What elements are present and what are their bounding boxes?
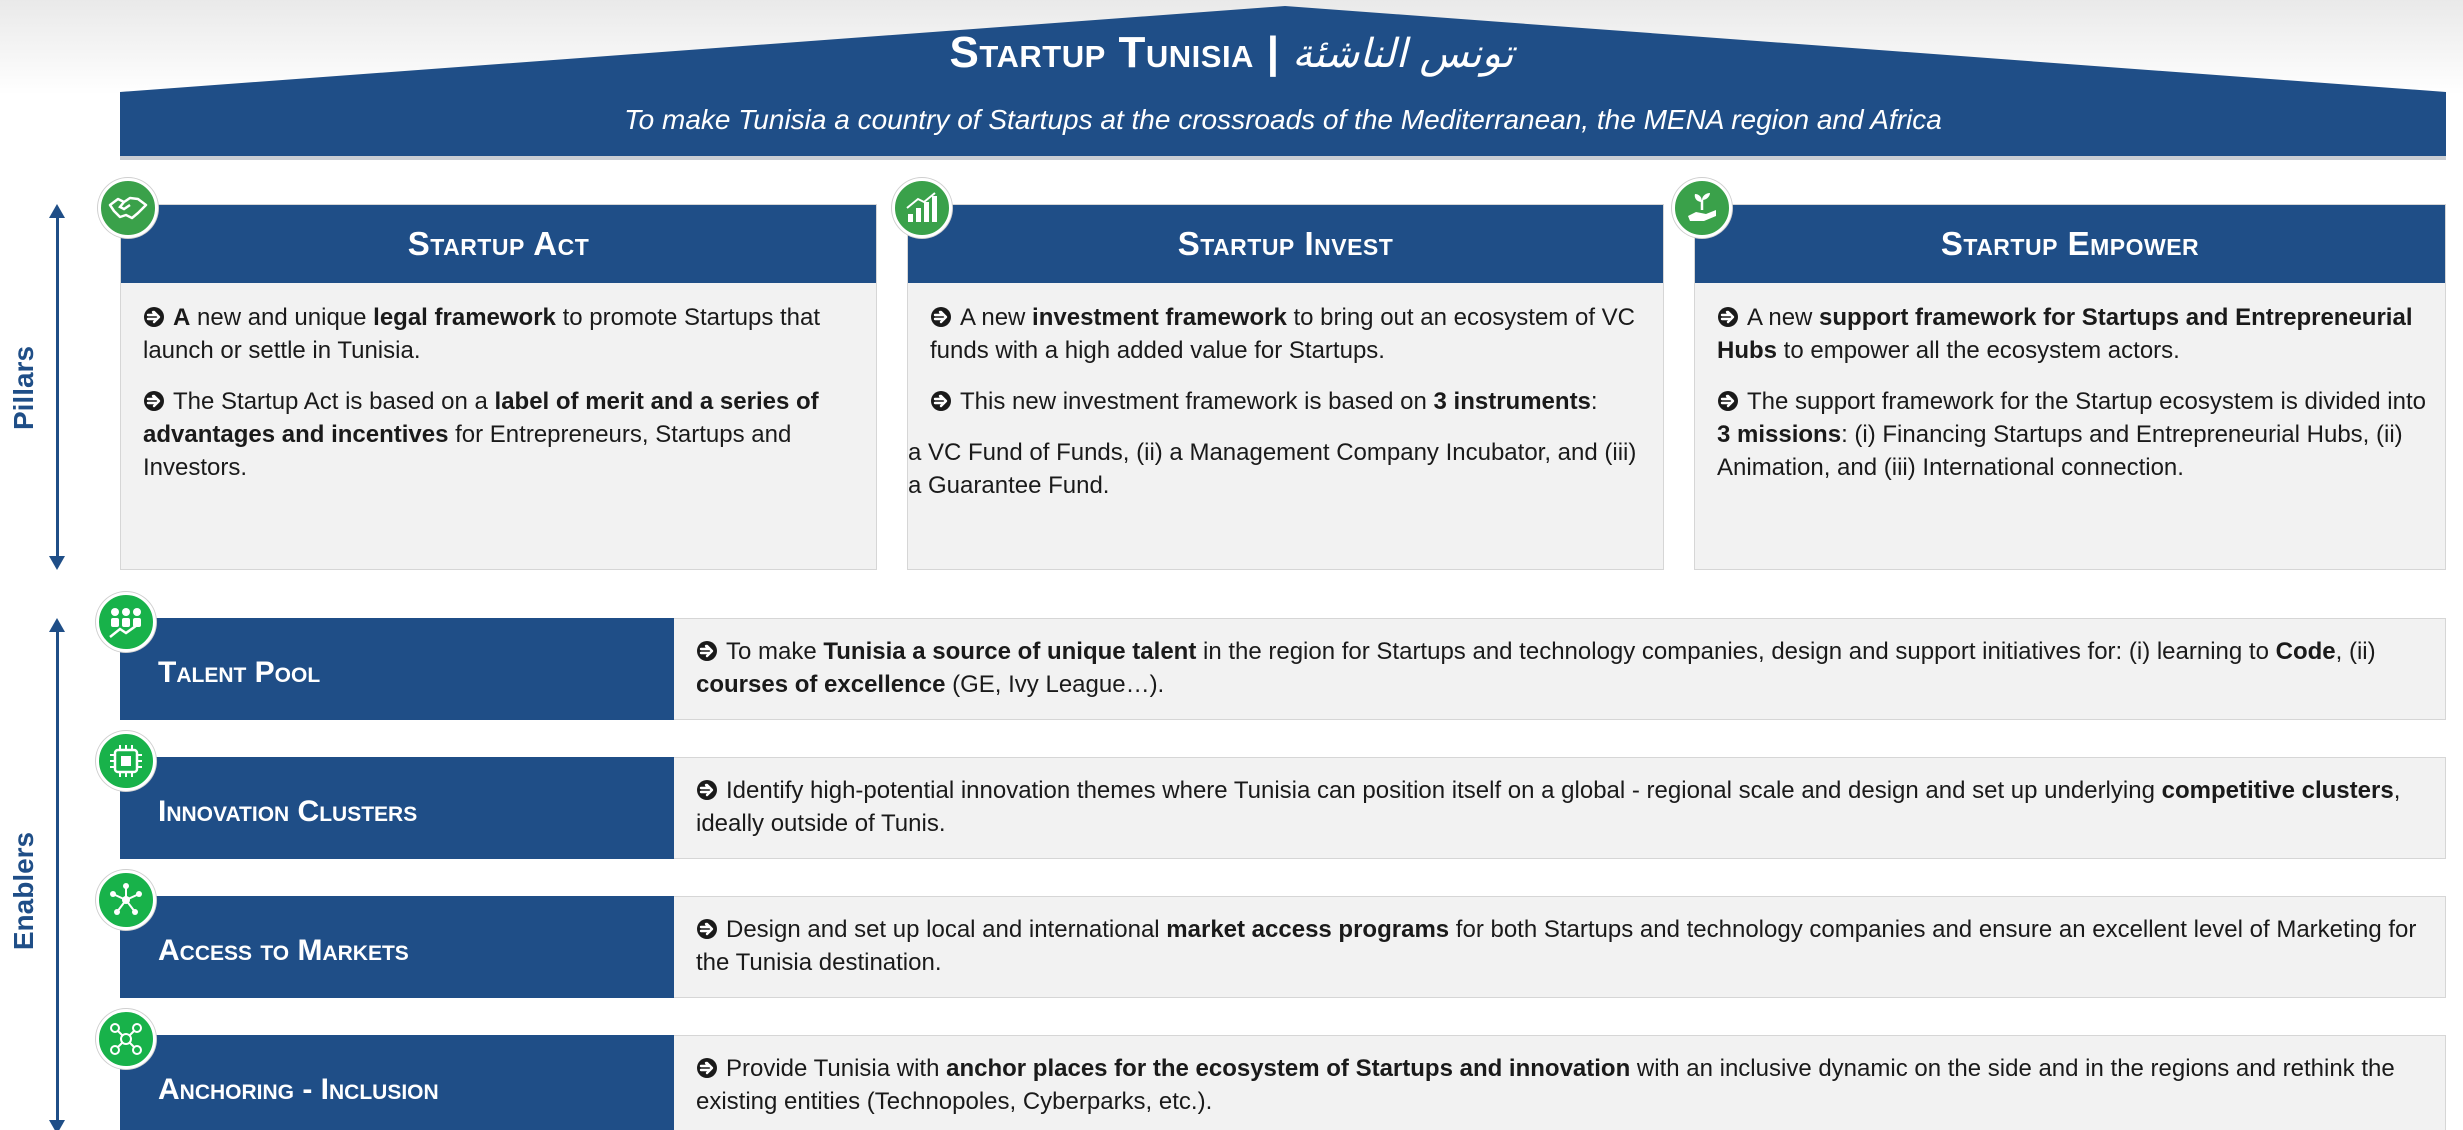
text-run: Design and set up local and internationa… xyxy=(726,916,1167,943)
pillar-title: Startup Act xyxy=(121,205,876,283)
chip-icon xyxy=(96,731,156,791)
pillar-paragraph: a VC Fund of Funds, (ii) a Management Co… xyxy=(908,439,1637,499)
bold-text-run: label of merit and a series of advantage… xyxy=(143,388,819,448)
text-run: The support framework for the Startup ec… xyxy=(1747,388,2426,415)
text-run: (GE, Ivy League…). xyxy=(945,671,1165,698)
pillar-paragraph: A new investment framework to bring out … xyxy=(930,301,1649,367)
pillar-paragraph: The Startup Act is based on a label of m… xyxy=(143,385,862,484)
enabler-body: Design and set up local and internationa… xyxy=(674,896,2446,998)
hand-plant-icon xyxy=(1672,178,1732,238)
roof-banner xyxy=(0,0,2463,160)
arrow-bullet-icon xyxy=(1717,304,1739,327)
text-run: in the region for Startups and technolog… xyxy=(1196,638,2276,665)
text-run: A new xyxy=(960,304,1033,331)
bold-text-run: 3 missions xyxy=(1717,421,1842,448)
pillar-title: Startup Invest xyxy=(908,205,1663,283)
text-run: with an inclusive dynamic on the side an… xyxy=(696,1055,2395,1115)
arrow-bullet-icon xyxy=(143,304,165,327)
bold-text-run: investment framework xyxy=(1032,304,1287,331)
network-hub-icon xyxy=(96,870,156,930)
text-run: for both Startups and technology compani… xyxy=(696,916,2417,976)
text-run: Identify high-potential innovation theme… xyxy=(726,777,2162,804)
bold-text-run: legal framework xyxy=(373,304,556,331)
pillar-paragraph: A new support framework for Startups and… xyxy=(1717,301,2431,367)
page-subtitle: To make Tunisia a country of Startups at… xyxy=(624,104,1942,135)
enabler-title: Anchoring - Inclusion xyxy=(120,1035,674,1130)
enabler-access-to-markets: Access to Markets Design and set up loca… xyxy=(120,896,2446,998)
enablers-label: Enablers xyxy=(8,831,39,951)
enabler-body: Provide Tunisia with anchor places for t… xyxy=(674,1035,2446,1130)
enabler-innovation-clusters: Innovation Clusters Identify high-potent… xyxy=(120,757,2446,859)
enablers-arrow xyxy=(49,618,65,1130)
arrow-bullet-icon xyxy=(1717,388,1739,411)
arrow-bullet-icon xyxy=(696,916,718,939)
text-run: to promote Startups that launch or settl… xyxy=(143,304,821,364)
text-run: , (ii) xyxy=(2335,638,2376,665)
text-run: new and unique xyxy=(190,304,374,331)
enabler-talent-pool: Talent Pool To make Tunisia a source of … xyxy=(120,618,2446,720)
enabler-title: Innovation Clusters xyxy=(120,757,674,859)
text-run: A new xyxy=(1747,304,1820,331)
arrow-bullet-icon xyxy=(696,1055,718,1078)
text-run: The Startup Act is based on a xyxy=(173,388,495,415)
pillar-startup-empower: Startup Empower A new support framework … xyxy=(1694,204,2446,570)
handshake-icon xyxy=(98,178,158,238)
enabler-title: Talent Pool xyxy=(120,618,674,720)
arrow-bullet-icon xyxy=(696,777,718,800)
enabler-title: Access to Markets xyxy=(120,896,674,998)
connected-people-icon xyxy=(96,1009,156,1069)
page-title: Startup Tunisia | تونس الناشئة xyxy=(0,28,2463,78)
text-run: Provide Tunisia with xyxy=(726,1055,947,1082)
bold-text-run: competitive clusters xyxy=(2161,777,2394,804)
pillar-startup-act: Startup Act A new and unique legal frame… xyxy=(120,204,877,570)
text-run: for Entrepreneurs, Startups and Investor… xyxy=(143,421,792,481)
title-separator: | xyxy=(1266,28,1280,77)
text-run: , ideally outside of Tunis. xyxy=(696,777,2401,837)
growth-chart-icon xyxy=(892,178,952,238)
pillar-paragraph: A new and unique legal framework to prom… xyxy=(143,301,862,367)
text-run: to bring out an ecosystem of VC funds wi… xyxy=(930,304,1635,364)
bold-text-run: Tunisia a source of unique talent xyxy=(823,638,1197,665)
pillar-title: Startup Empower xyxy=(1695,205,2445,283)
pillar-body: A new investment framework to bring out … xyxy=(908,301,1649,520)
pillar-body: A new support framework for Startups and… xyxy=(1717,301,2431,502)
enabler-anchoring-inclusion: Anchoring - Inclusion Provide Tunisia wi… xyxy=(120,1035,2446,1130)
text-run: : xyxy=(1590,388,1598,415)
pillars-arrow xyxy=(49,204,65,570)
bold-text-run: Code xyxy=(2275,638,2336,665)
text-run: to empower all the ecosystem actors. xyxy=(1777,337,2180,364)
text-run: This new investment framework is based o… xyxy=(960,388,1434,415)
enabler-body: To make Tunisia a source of unique talen… xyxy=(674,618,2446,720)
enabler-body: Identify high-potential innovation theme… xyxy=(674,757,2446,859)
pillar-startup-invest: Startup Invest A new investment framewor… xyxy=(907,204,1664,570)
text-run: To make xyxy=(726,638,824,665)
bold-text-run: support framework for Startups and Entre… xyxy=(1717,304,2413,364)
pillar-paragraph: This new investment framework is based o… xyxy=(930,385,1649,418)
arrow-bullet-icon xyxy=(696,638,718,661)
team-growth-icon xyxy=(96,592,156,652)
bold-text-run: 3 instruments xyxy=(1433,388,1591,415)
bold-text-run: market access programs xyxy=(1166,916,1450,943)
arrow-bullet-icon xyxy=(930,304,952,327)
bold-text-run: courses of excellence xyxy=(696,671,946,698)
arrow-bullet-icon xyxy=(143,388,165,411)
title-arabic: تونس الناشئة xyxy=(1292,31,1514,77)
bold-text-run: anchor places for the ecosystem of Start… xyxy=(946,1055,1631,1082)
title-main: Startup Tunisia xyxy=(949,28,1254,77)
pillar-body: A new and unique legal framework to prom… xyxy=(143,301,862,502)
bold-text-run: A xyxy=(173,304,191,331)
text-run: : (i) Financing Startups and Entrepreneu… xyxy=(1717,421,2403,481)
pillars-label: Pillars xyxy=(8,345,39,431)
pillar-paragraph: The support framework for the Startup ec… xyxy=(1717,385,2431,484)
arrow-bullet-icon xyxy=(930,388,952,411)
